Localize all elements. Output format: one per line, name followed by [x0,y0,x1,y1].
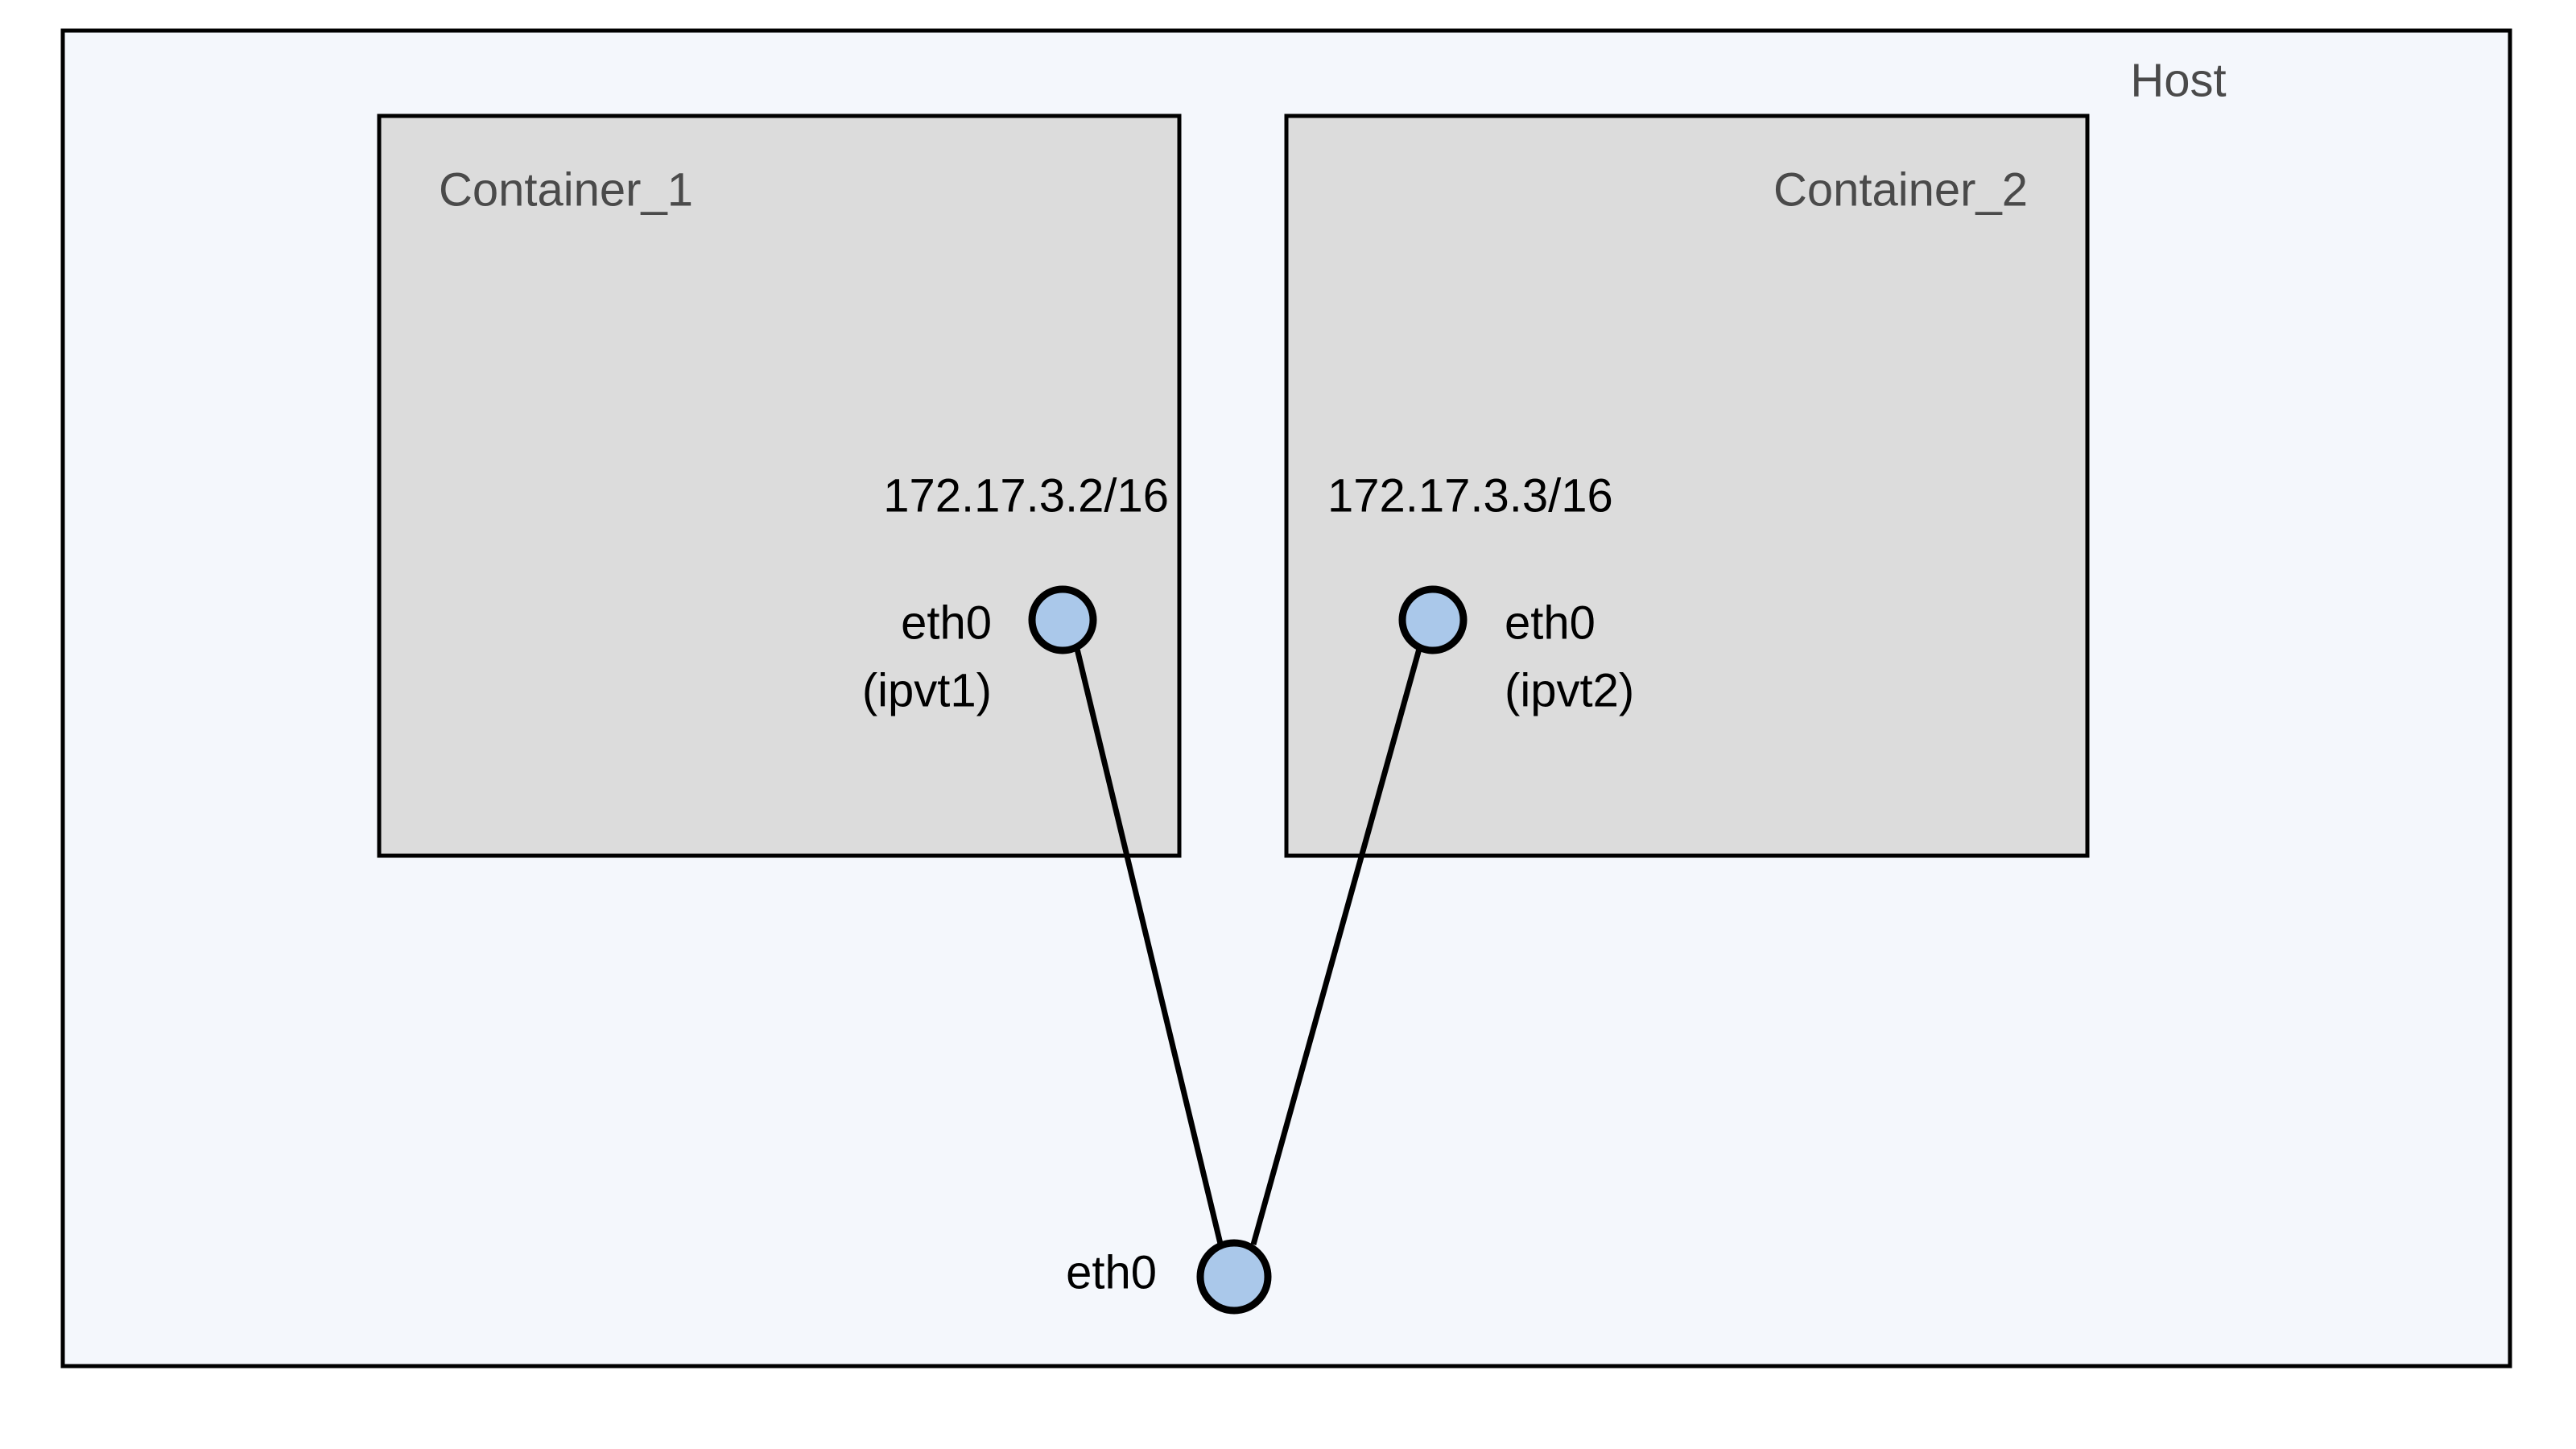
node-container-1-eth0[interactable] [1028,585,1097,654]
container-2-iface-name: eth0 [1505,597,1596,649]
link-container1-to-host [1074,648,1224,1245]
node-container-2-eth0[interactable] [1398,585,1468,654]
container-1-ip-label: 172.17.3.2/16 [883,469,1169,522]
container-1-iface-name: eth0 [901,597,992,649]
container-2-ip-label: 172.17.3.3/16 [1327,469,1613,522]
host-iface-label: eth0 [1066,1246,1157,1298]
container-box-1[interactable] [377,114,1182,858]
container-1-label: Container_1 [439,163,693,216]
container-2-iface-alias: (ipvt2) [1505,664,1634,716]
container-box-2[interactable] [1284,114,2090,858]
node-host-eth0[interactable] [1196,1239,1272,1315]
container-2-label: Container_2 [1773,163,2028,216]
host-label: Host [2130,54,2226,106]
container-1-iface-alias: (ipvt1) [862,664,992,716]
link-container2-to-host [1250,648,1422,1245]
